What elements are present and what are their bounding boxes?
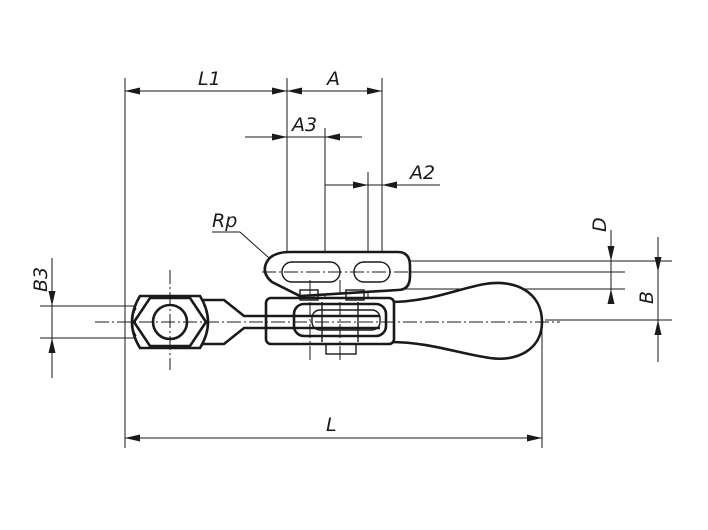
dimension-a3: A3 [245,114,362,141]
label-a2: A2 [408,162,435,184]
handle-grip [388,281,544,361]
link-arm [196,298,380,346]
pin-top-left [299,289,319,301]
label-l1: L1 [198,68,221,90]
label-rp: Rp [212,210,237,232]
label-d: D [589,217,611,232]
dimension-l: L [125,414,542,442]
label-a3: A3 [290,114,317,136]
dimension-a: A [287,68,382,95]
mounting-plate [263,250,412,298]
dimension-a2: A2 [325,162,440,189]
pin-top-right [345,289,365,301]
centre-lines [95,270,560,370]
label-a: A [325,68,340,90]
dimension-d: D [589,217,615,304]
dimension-b: B [636,237,662,362]
dimension-b3: B3 [30,258,56,378]
label-b: B [636,291,658,304]
label-l: L [326,414,337,436]
lever-body [264,289,396,355]
label-b3: B3 [30,267,52,292]
dimension-l1: L1 [125,68,287,95]
pin-bottom [325,343,357,355]
